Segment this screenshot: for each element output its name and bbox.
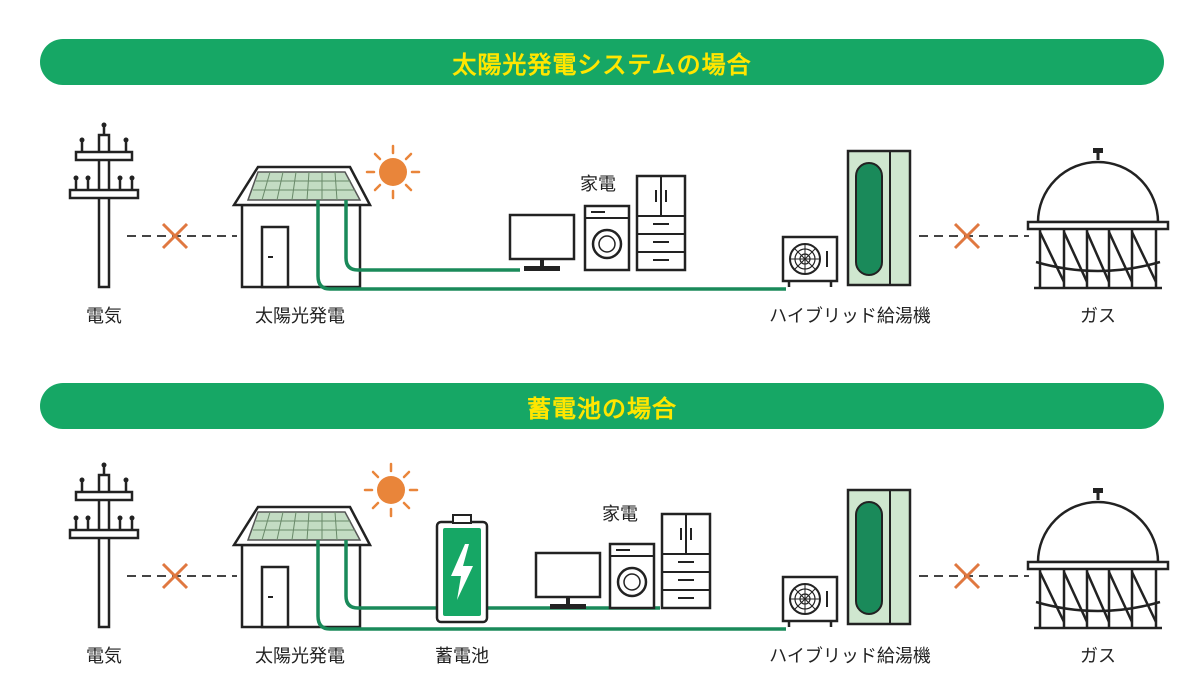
- power-wires: [316, 540, 786, 631]
- label-appliances: 家電: [602, 504, 638, 525]
- power-wires: [316, 200, 786, 291]
- label-gas: ガス: [1080, 646, 1116, 667]
- label-water-heater: ハイブリッド給湯機: [769, 646, 931, 667]
- sun-icon: [363, 462, 419, 518]
- heat-pump-unit-icon: [781, 235, 839, 289]
- monitor-icon: [508, 213, 576, 273]
- gas-holder-icon: [1026, 486, 1170, 630]
- disconnected-cross-icon: [125, 222, 239, 250]
- label-grid: 電気: [86, 306, 122, 327]
- section-2-diagram: [68, 461, 1170, 631]
- hybrid-water-heater-icon: [846, 149, 912, 287]
- section-1-title: 太陽光発電システムの場合: [452, 50, 752, 79]
- refrigerator-icon: [660, 512, 712, 610]
- disconnected-cross-icon: [125, 562, 239, 590]
- label-grid: 電気: [86, 646, 122, 667]
- washing-machine-icon: [583, 204, 631, 272]
- label-solar: 太陽光発電: [255, 306, 345, 327]
- section-1-diagram: [68, 121, 1170, 291]
- utility-pole-icon: [68, 461, 140, 629]
- label-gas: ガス: [1080, 306, 1116, 327]
- section-2-banner: 蓄電池の場合: [40, 383, 1164, 429]
- monitor-icon: [534, 551, 602, 611]
- solar-house-icon: [232, 505, 372, 629]
- label-appliances: 家電: [580, 174, 616, 195]
- gas-holder-icon: [1026, 146, 1170, 290]
- label-water-heater: ハイブリッド給湯機: [769, 306, 931, 327]
- section-2-title: 蓄電池の場合: [527, 394, 677, 423]
- label-battery: 蓄電池: [435, 646, 489, 667]
- battery-icon: [435, 513, 489, 624]
- disconnected-cross-icon: [917, 562, 1031, 590]
- washing-machine-icon: [608, 542, 656, 610]
- utility-pole-icon: [68, 121, 140, 289]
- label-solar: 太陽光発電: [255, 646, 345, 667]
- sun-icon: [365, 144, 421, 200]
- refrigerator-icon: [635, 174, 687, 272]
- hybrid-water-heater-icon: [846, 488, 912, 626]
- heat-pump-unit-icon: [781, 575, 839, 629]
- section-1-banner: 太陽光発電システムの場合: [40, 39, 1164, 85]
- disconnected-cross-icon: [917, 222, 1031, 250]
